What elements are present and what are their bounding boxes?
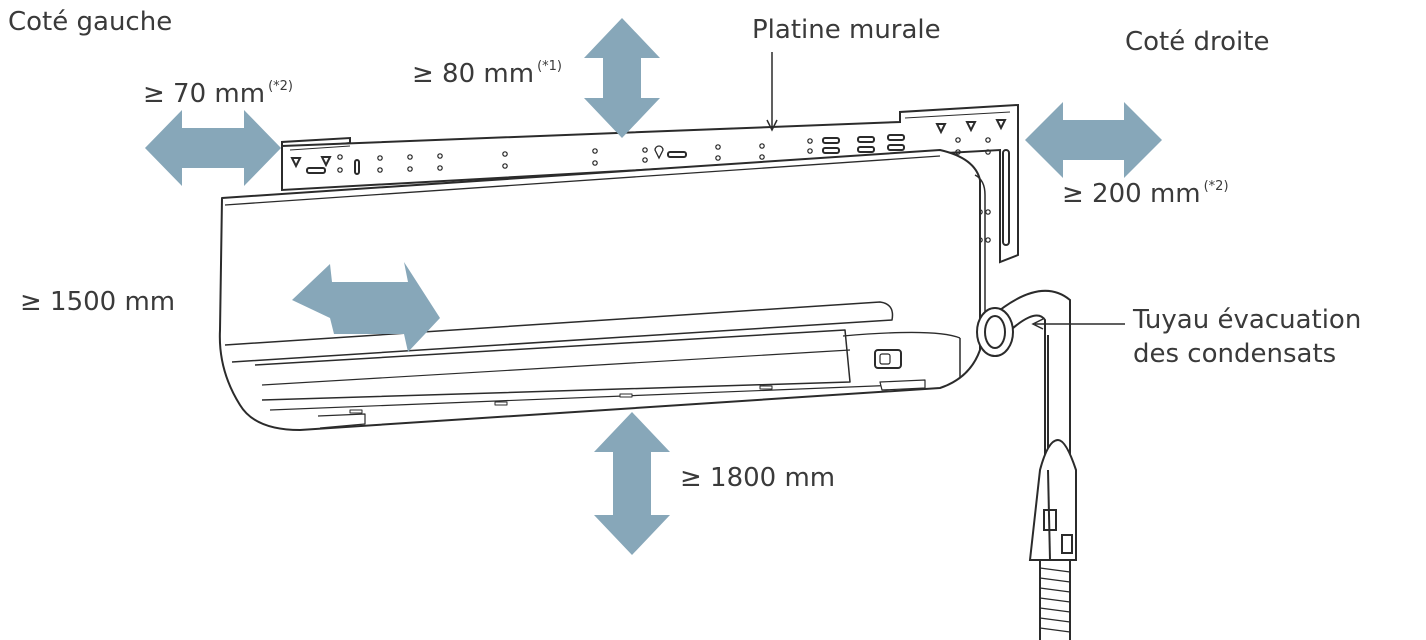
front-clearance-label: ≥ 1500 mm xyxy=(20,287,176,317)
front-clearance-arrow xyxy=(292,262,440,352)
wall-plate-label: Platine murale xyxy=(752,15,941,45)
right-clearance-value: ≥ 200 mm xyxy=(1062,179,1201,209)
wall-plate xyxy=(281,103,1019,264)
right-clearance-note: (*2) xyxy=(1203,179,1229,194)
left-side-label: Coté gauche xyxy=(8,7,173,37)
left-clearance-arrow xyxy=(145,110,281,186)
right-clearance-label: ≥ 200 mm(*2) xyxy=(1062,179,1229,210)
left-clearance-note: (*2) xyxy=(268,79,293,94)
top-clearance-label: ≥ 80 mm(*1) xyxy=(412,59,562,90)
right-clearance-arrow xyxy=(1025,102,1162,178)
leader-lines xyxy=(766,52,1125,330)
bottom-clearance-arrow xyxy=(594,412,670,555)
drain-pipe-label-line2: des condensats xyxy=(1133,338,1337,369)
top-clearance-value: ≥ 80 mm xyxy=(412,59,535,89)
left-clearance-value: ≥ 70 mm xyxy=(143,79,266,109)
drain-pipe-label-line1: Tuyau évacuation xyxy=(1133,305,1362,335)
indoor-unit xyxy=(218,149,986,431)
right-side-label: Coté droite xyxy=(1125,27,1270,57)
top-clearance-note: (*1) xyxy=(537,59,562,74)
left-clearance-label: ≥ 70 mm(*2) xyxy=(143,79,293,110)
clearance-arrows xyxy=(145,18,1162,555)
top-clearance-arrow xyxy=(584,18,660,138)
drain-pipe-label: Tuyau évacuation des condensats xyxy=(1133,304,1361,372)
drain-pipe xyxy=(976,289,1077,640)
bottom-clearance-label: ≥ 1800 mm xyxy=(680,463,836,493)
